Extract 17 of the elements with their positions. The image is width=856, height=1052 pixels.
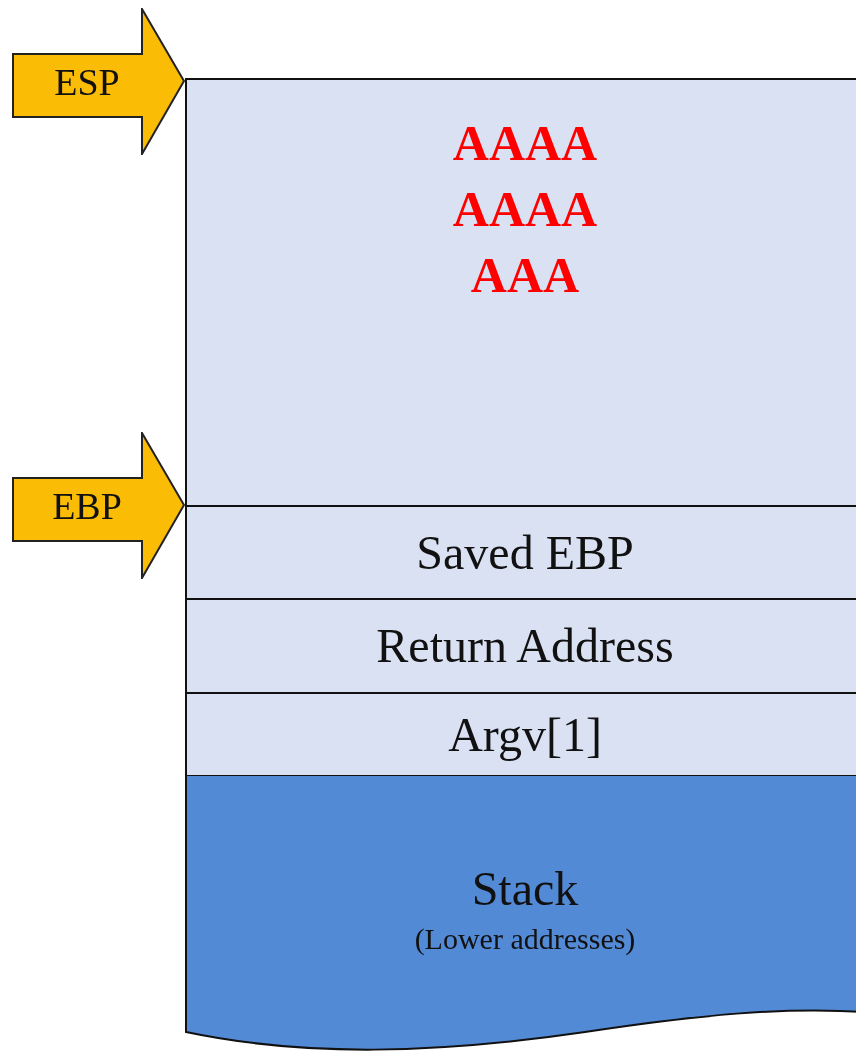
buffer-content: AAA <box>470 246 580 305</box>
buffer-content: AAAA <box>452 180 598 239</box>
register-label: ESP <box>53 59 121 104</box>
buffer-box <box>185 78 856 507</box>
stack-region <box>185 775 856 1052</box>
stack-slot <box>185 505 856 600</box>
stack-slot <box>185 692 856 777</box>
stack-note: (Lower addresses) <box>414 921 636 958</box>
block-arrow <box>12 8 185 155</box>
block-arrow <box>12 432 185 579</box>
register-label: EBP <box>51 483 123 528</box>
slot-label: Saved EBP <box>416 524 634 581</box>
slot-label: Return Address <box>376 618 674 675</box>
buffer-content: AAAA <box>452 114 598 173</box>
slot-label: Argv[1] <box>448 706 602 763</box>
stack-slot <box>185 598 856 694</box>
stack-title: Stack <box>471 860 579 917</box>
